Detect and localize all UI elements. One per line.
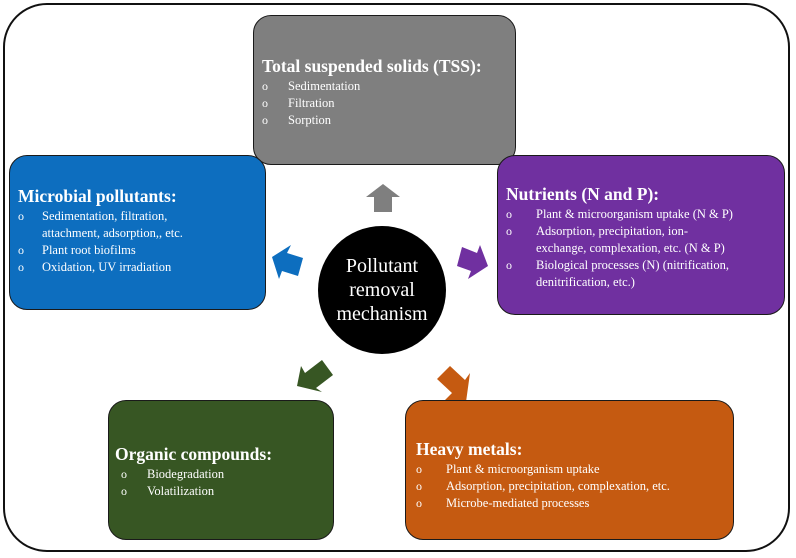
nutrients-title: Nutrients (N and P): (506, 184, 660, 204)
list-item: attachment, adsorption,, etc. (42, 226, 183, 241)
arrow-down-right-heavy-metals (437, 366, 470, 402)
organic-title: Organic compounds: (115, 444, 273, 464)
microbial-title: Microbial pollutants: (18, 186, 177, 206)
center-circle: Pollutant removal mechanism (318, 226, 446, 354)
list-item: exchange, complexation, etc. (N & P) (536, 241, 725, 256)
outer-frame (3, 3, 790, 552)
heavy-metals-title: Heavy metals: (416, 439, 523, 459)
center-line-3: mechanism (336, 303, 428, 325)
list-item: denitrification, etc.) (536, 275, 635, 290)
center-line-2: removal (349, 279, 415, 301)
tss-title: Total suspended solids (TSS): (262, 56, 482, 76)
center-line-1: Pollutant (345, 255, 419, 277)
arrow-up-tss (366, 184, 400, 212)
arrow-right-nutrients (457, 245, 488, 279)
arrow-down-left-organic (297, 360, 333, 392)
arrow-left-microbial (272, 245, 303, 279)
